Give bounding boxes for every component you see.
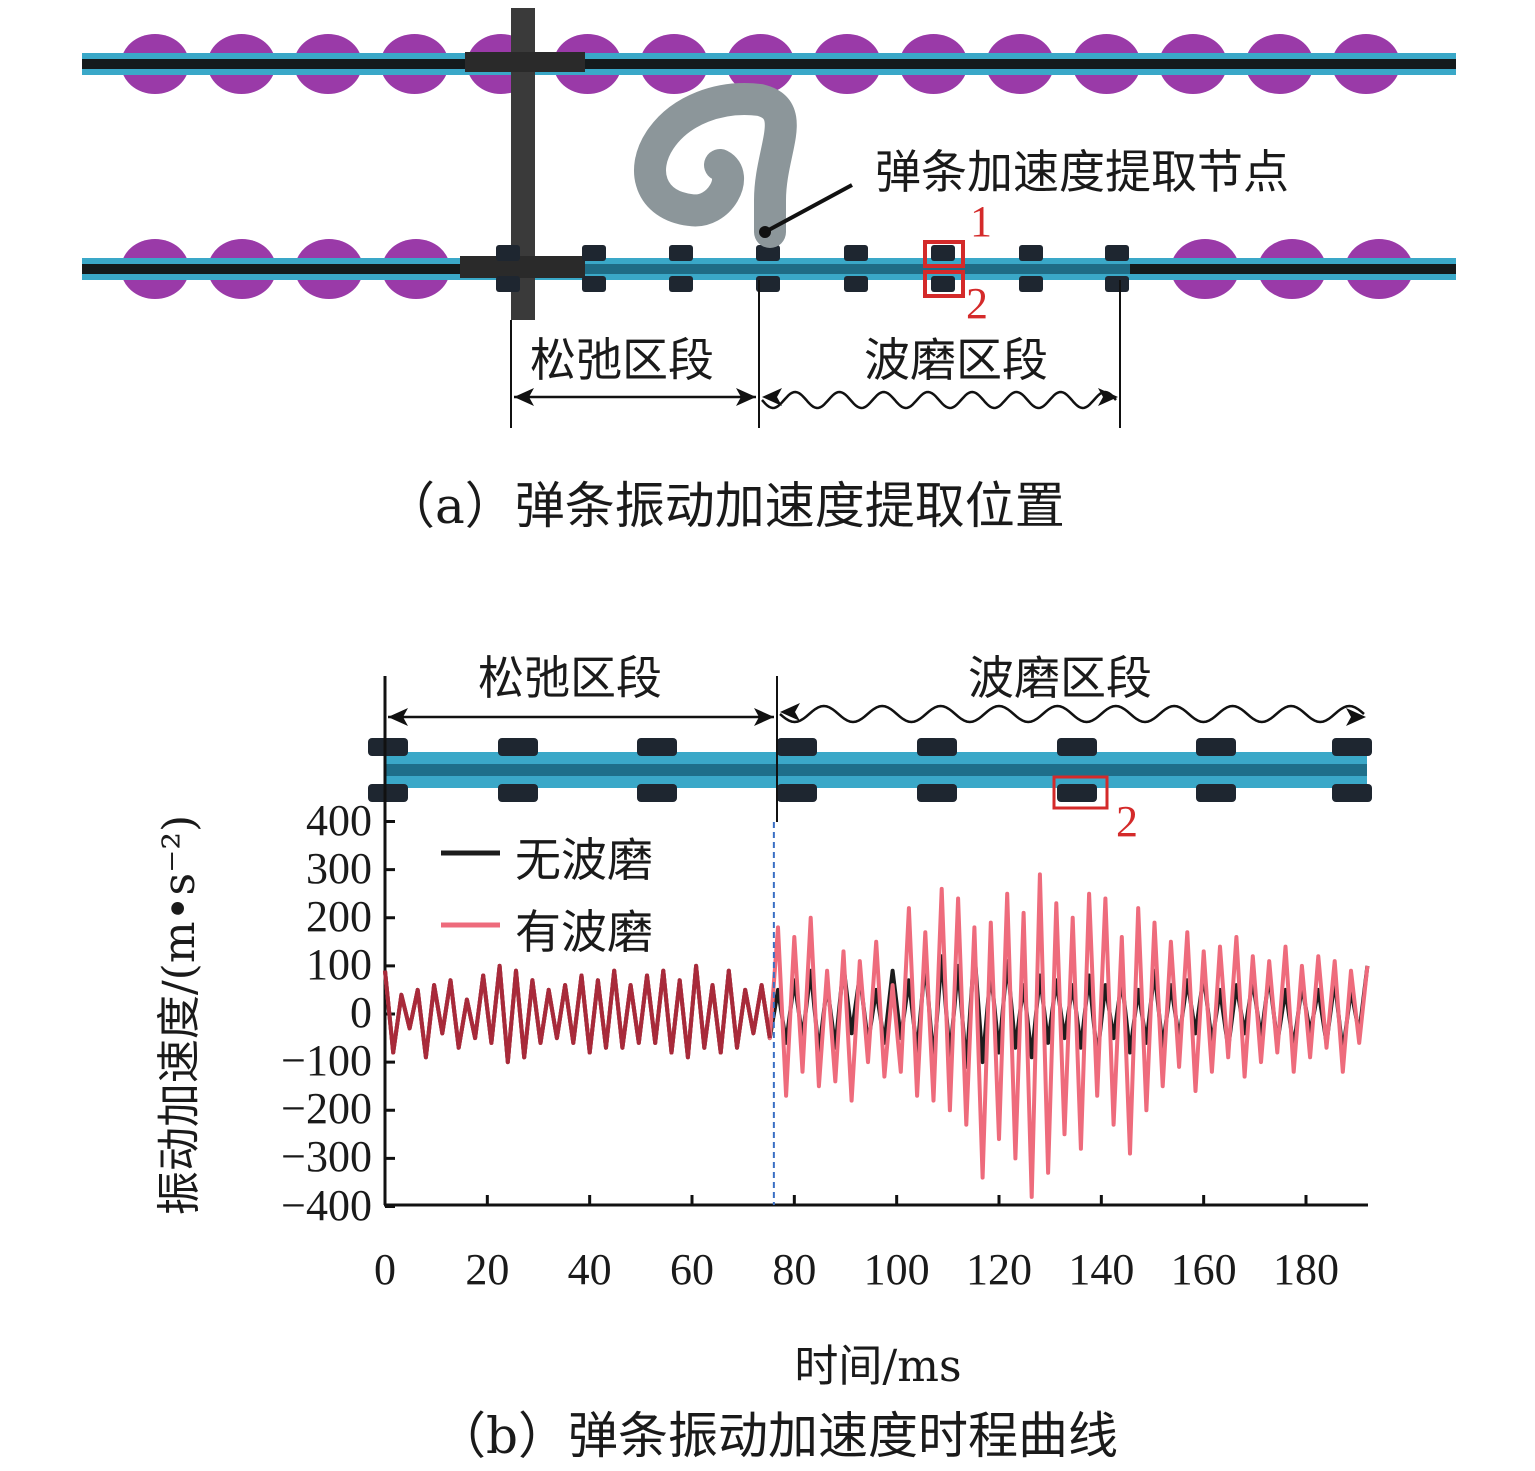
elastic-clip-model	[634, 83, 797, 248]
fastener	[1105, 245, 1129, 261]
fastener	[756, 245, 780, 261]
x-tick-label: 180	[1273, 1245, 1339, 1294]
y-tick-label: 400	[306, 795, 372, 845]
y-tick-label: −400	[281, 1180, 372, 1230]
x-tick-label: 160	[1170, 1245, 1237, 1294]
marker-box-2	[923, 270, 965, 298]
corrugation-section-label: 波磨区段	[864, 333, 1048, 387]
x-tick-label: 80	[772, 1245, 817, 1294]
marker-label-2: 2	[966, 279, 988, 328]
fastener	[669, 245, 693, 261]
node-point	[759, 226, 771, 238]
legend-label-with-wear: 有波磨	[515, 905, 653, 959]
y-tick-label: 0	[350, 988, 372, 1037]
y-tick-label: 300	[306, 843, 372, 893]
caption-b: （b）弹条振动加速度时程曲线	[436, 1407, 1119, 1465]
rail-bottom-core	[82, 264, 582, 274]
fastener	[777, 784, 817, 802]
x-tick-label: 60	[670, 1245, 714, 1294]
corrugation-wave-arrow	[779, 704, 1365, 724]
y-tick-label: −200	[281, 1084, 372, 1134]
fastener	[368, 738, 408, 756]
x-tick-label: 120	[966, 1245, 1032, 1294]
y-tick-label: 100	[306, 939, 372, 989]
fastener-clips	[496, 245, 1129, 292]
marker-box-1	[923, 240, 965, 268]
fastener	[1105, 276, 1129, 292]
fastener	[1196, 738, 1236, 756]
fastener	[1196, 784, 1236, 802]
y-axis-label: 振动加速度/(m•s⁻²)	[154, 814, 205, 1216]
marker-box-2	[1052, 775, 1109, 810]
fastener	[368, 784, 408, 802]
corrugation-wave-arrow	[761, 390, 1117, 410]
caption-a: （a）弹条振动加速度提取位置	[385, 477, 1065, 535]
fastener	[931, 276, 955, 292]
fastener	[844, 245, 868, 261]
fastener	[917, 738, 957, 756]
marker-label-1: 1	[970, 197, 992, 246]
fastener	[931, 245, 955, 261]
legend-label-no-wear: 无波磨	[515, 833, 653, 887]
beam-joint-bottom	[460, 256, 585, 278]
rail-top-core	[82, 59, 1456, 69]
x-tick-label: 20	[465, 1245, 510, 1294]
fastener	[756, 276, 780, 292]
x-tick-label: 0	[374, 1245, 396, 1294]
fastener	[669, 276, 693, 292]
loose-section-label: 松弛区段	[478, 651, 662, 705]
y-tick-label: −300	[281, 1132, 372, 1182]
y-tick-label: 200	[306, 891, 372, 941]
fastener	[777, 738, 817, 756]
rail-bottom-mesh	[582, 264, 1130, 274]
fastener	[1057, 738, 1097, 756]
track-model-diagram	[82, 8, 1456, 428]
fastener	[1019, 276, 1043, 292]
x-axis-label: 时间/ms	[794, 1341, 962, 1392]
node-leader-line	[764, 183, 853, 234]
marker-label-2: 2	[1116, 797, 1138, 846]
fastener	[582, 245, 606, 261]
rail-inset-image	[368, 738, 1372, 802]
fastener	[582, 276, 606, 292]
x-tick-label: 140	[1068, 1245, 1135, 1294]
fastener	[917, 784, 957, 802]
corrugation-section-label: 波磨区段	[968, 651, 1152, 705]
fastener	[637, 784, 677, 802]
fastener	[1019, 245, 1043, 261]
node-label: 弹条加速度提取节点	[875, 145, 1289, 199]
fastener	[844, 276, 868, 292]
fastener	[1332, 784, 1372, 802]
fastener	[637, 738, 677, 756]
series-overlap-line	[383, 963, 772, 1065]
loose-section-label: 松弛区段	[530, 333, 714, 387]
fastener	[498, 784, 538, 802]
x-tick-label: 40	[567, 1245, 612, 1294]
y-tick-label: −100	[281, 1036, 372, 1086]
beam-joint-top	[465, 52, 585, 72]
x-tick-label: 100	[863, 1245, 930, 1294]
fastener	[498, 738, 538, 756]
fastener	[1332, 738, 1372, 756]
rail-bottom-core-right	[1130, 264, 1456, 274]
fastener	[496, 245, 520, 261]
fastener	[1057, 784, 1097, 802]
fastener	[496, 276, 520, 292]
